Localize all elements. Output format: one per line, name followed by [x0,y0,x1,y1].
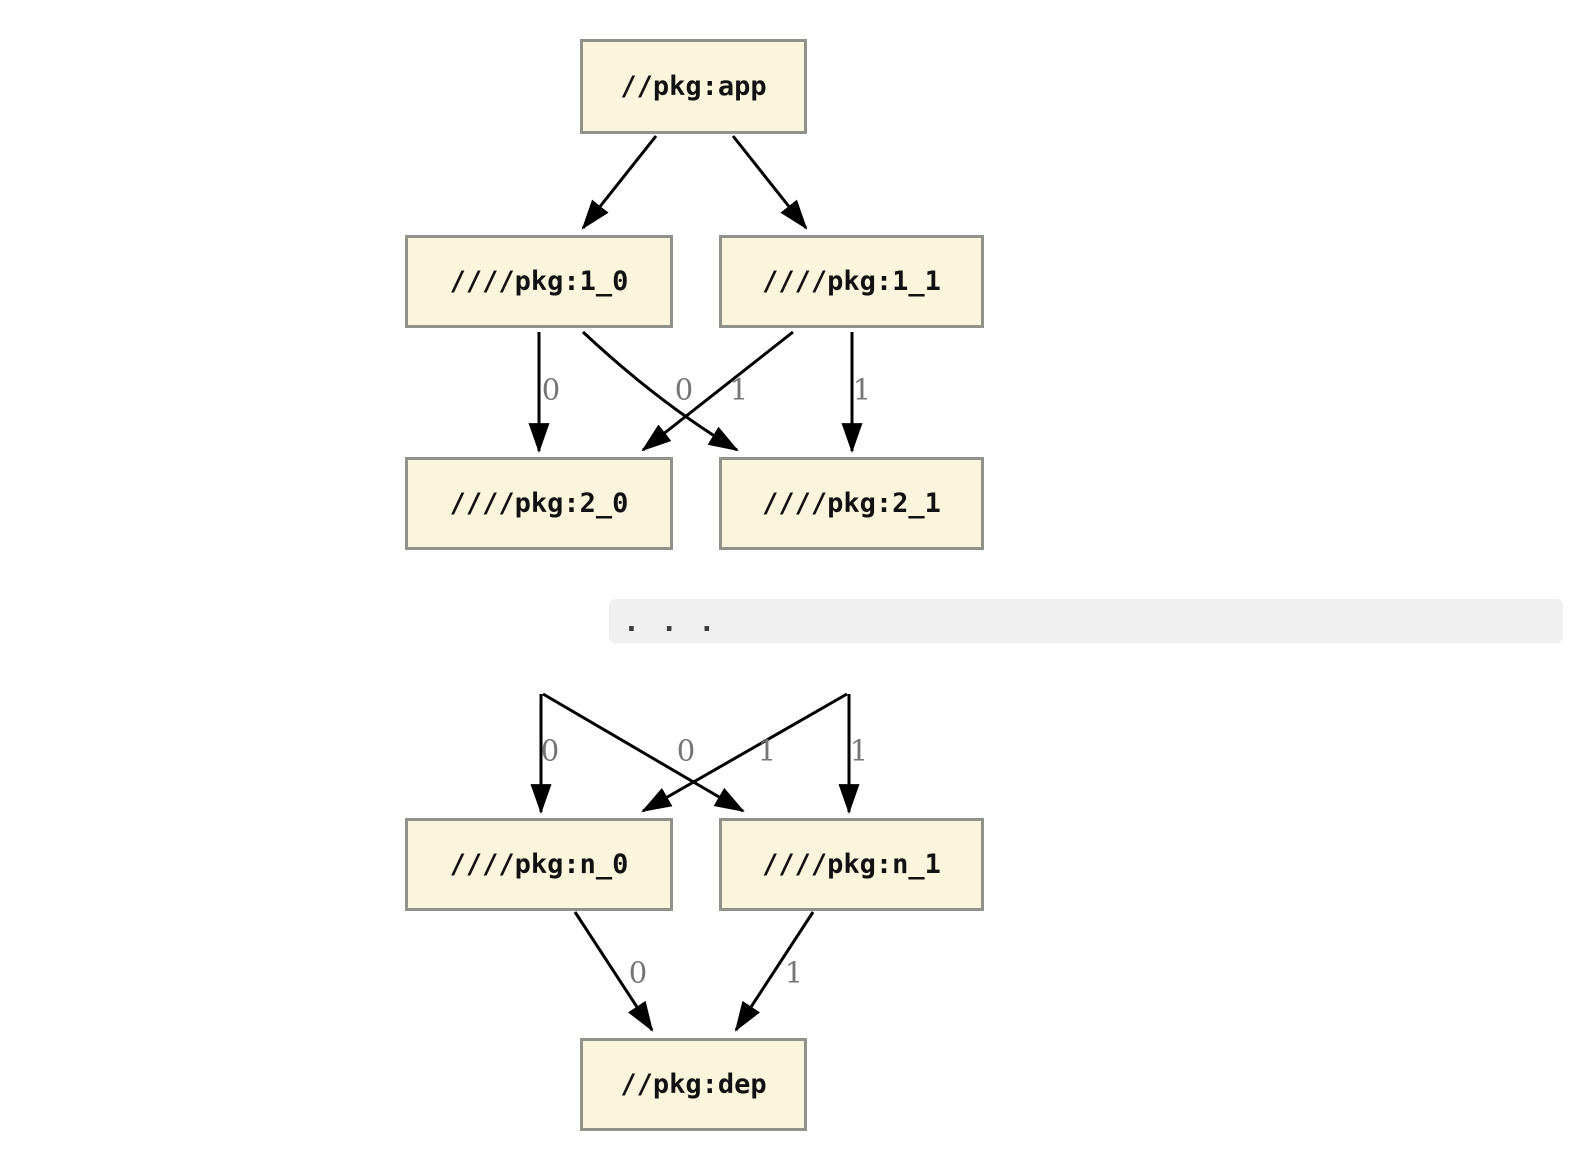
edge-n_1-to-dep [734,911,815,1032]
node-2_1: ////pkg:2_1 [719,457,984,550]
edge-label-cont-n_1: 1 [849,733,869,768]
edge-cont-to-n_1-cross [542,692,745,813]
node-label: ////pkg:n_0 [449,849,629,880]
node-1_0: ////pkg:1_0 [405,235,673,328]
node-label: ////pkg:2_0 [449,488,629,519]
edge-label-cont-n_0: 0 [540,733,560,768]
node-label: ////pkg:1_0 [449,266,629,297]
edge-label-1_1-2_0: 0 [674,372,694,407]
edge-label-n_1-dep: 1 [784,955,804,990]
node-1_1: ////pkg:1_1 [719,235,984,328]
ellipsis-bar: . . . [609,599,1563,643]
edge-label-1_1-2_1: 1 [852,372,872,407]
ellipsis-text: . . . [623,604,718,638]
edge-n_0-to-dep [573,911,654,1032]
edge-label-1_0-2_1: 1 [729,372,749,407]
edge-label-1_0-2_0: 0 [541,372,561,407]
node-label: ////pkg:n_1 [762,849,941,880]
edge-app-to-1_0 [581,135,658,230]
node-label: //pkg:app [620,71,767,102]
edge-label-cont-n_1-cross: 1 [757,733,777,768]
node-n_0: ////pkg:n_0 [405,818,673,911]
edge-label-n_0-dep: 0 [628,955,648,990]
edge-1_1-to-2_0 [641,330,794,452]
edge-app-to-1_1 [731,135,808,230]
edge-cont-to-n_0-cross [641,692,848,813]
edge-label-cont-n_0-cross: 0 [676,733,696,768]
node-label: ////pkg:2_1 [762,488,941,519]
node-n_1: ////pkg:n_1 [719,818,984,911]
edge-1_0-to-2_1 [581,330,739,452]
node-2_0: ////pkg:2_0 [405,457,673,550]
node-app: //pkg:app [580,39,807,134]
node-label: ////pkg:1_1 [762,266,941,297]
node-label: //pkg:dep [620,1069,767,1100]
node-dep: //pkg:dep [580,1038,807,1131]
